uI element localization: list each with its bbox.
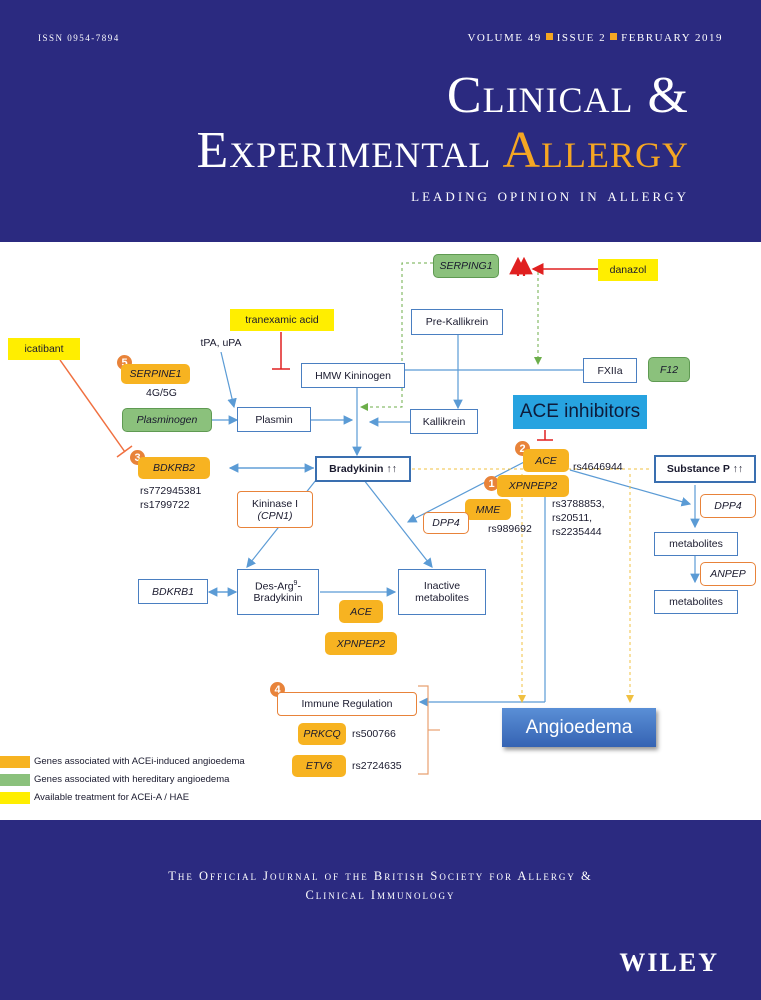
bdkrb2-snp-1: rs772945381 [140, 485, 202, 497]
legend-swatch-green [0, 773, 30, 786]
legend-label: Available treatment for ACEi-A / HAE [34, 792, 190, 803]
bdkrb2-snp-2: rs1799722 [140, 499, 190, 511]
inactive-line-1: Inactive [423, 580, 461, 592]
xpnpep2-gene: XPNPEP2 [497, 475, 569, 497]
inactive-metabolites-box: Inactive metabolites [398, 569, 486, 615]
serping1-gene: SERPING1 [433, 254, 499, 278]
figure-panel: SERPING1 danazol tranexamic acid Pre-Kal… [0, 242, 761, 820]
title-experimental: Experimental [196, 122, 492, 179]
footer-line-2: Clinical Immunology [305, 888, 456, 902]
ace-inhibitors-label: ACE inhibitors [513, 395, 647, 429]
journal-subtitle: Leading Opinion in Allergy [411, 185, 689, 206]
number-1-badge: 1 [484, 476, 499, 491]
prkcq-snp: rs500766 [352, 728, 396, 740]
danazol-treatment: danazol [598, 259, 658, 281]
mme-snp: rs989692 [488, 523, 532, 535]
kininase-line-2: (CPN1) [257, 509, 293, 522]
des-arg-text: Des-Arg [255, 580, 294, 593]
tpa-upa-label: tPA, uPA [195, 334, 247, 352]
title-line-1: Clinical & [446, 67, 689, 124]
kallikrein-box: Kallikrein [410, 409, 478, 434]
immune-regulation-box: Immune Regulation [277, 692, 417, 716]
separator-square-icon [610, 33, 618, 40]
legend-label: Genes associated with ACEi-induced angio… [34, 756, 245, 767]
prkcq-gene: PRKCQ [298, 723, 346, 745]
issue: ISSUE 2 [556, 32, 607, 44]
xpnpep2-snp-1: rs3788853, [552, 498, 605, 510]
volume-issue-date: VOLUME 49 ISSUE 2 FEBRUARY 2019 [467, 32, 723, 44]
tranexamic-acid-treatment: tranexamic acid [230, 309, 334, 331]
bdkrb2-gene: BDKRB2 [138, 457, 210, 479]
kininase-line-1: Kininase I [251, 497, 299, 510]
pre-kallikrein-box: Pre-Kallikrein [411, 309, 503, 335]
des-arg-bradykinin-box: Des-Arg9- Bradykinin [237, 569, 319, 615]
des-arg-superscript: 9 [293, 579, 298, 587]
ace-gene: ACE [523, 449, 569, 472]
icatibant-treatment: icatibant [8, 338, 80, 360]
serpine1-gene: SERPINE1 [121, 364, 190, 384]
xpnpep2-gene-2: XPNPEP2 [325, 632, 397, 655]
ace-snp: rs4646944 [573, 461, 623, 473]
cover-header: ISSN 0954-7894 VOLUME 49 ISSUE 2 FEBRUARY … [0, 0, 761, 242]
xpnpep2-snp-2: rs20511, [552, 512, 593, 524]
angioedema-box: Angioedema [502, 708, 656, 747]
issn: ISSN 0954-7894 [38, 33, 120, 43]
title-line-2: Experimental Allergy [196, 125, 689, 177]
plasmin-box: Plasmin [237, 407, 311, 432]
dpp4-gene-left: DPP4 [423, 512, 469, 534]
des-arg-line-2: Bradykinin [253, 592, 303, 605]
date: FEBRUARY 2019 [621, 32, 723, 44]
fxiia-box: FXIIa [583, 358, 637, 383]
bdkrb1-box: BDKRB1 [138, 579, 208, 604]
publisher-logo: WILEY [619, 948, 719, 977]
xpnpep2-snp-3: rs2235444 [552, 526, 602, 538]
mme-gene: MME [465, 499, 511, 520]
separator-square-icon [545, 33, 553, 40]
serpine1-variant: 4G/5G [146, 387, 177, 399]
metabolites-box-2: metabolites [654, 590, 738, 614]
inactive-line-2: metabolites [415, 592, 469, 604]
plasminogen-gene: Plasminogen [122, 408, 212, 432]
legend-swatch-orange [0, 755, 30, 768]
kininase-box: Kininase I (CPN1) [237, 491, 313, 528]
f12-gene: F12 [648, 357, 690, 382]
footer-society-line: The Official Journal of the British Soci… [0, 867, 761, 905]
volume: VOLUME 49 [467, 32, 542, 44]
anpep-gene: ANPEP [700, 562, 756, 586]
substance-p-box: Substance P ↑↑ [654, 455, 756, 483]
legend-item-treatment: Available treatment for ACEi-A / HAE [0, 791, 189, 804]
title-allergy: Allergy [502, 122, 689, 179]
ace-gene-2: ACE [339, 600, 383, 623]
bradykinin-box: Bradykinin ↑↑ [315, 456, 411, 482]
legend-swatch-yellow [0, 791, 30, 804]
legend-item-acei: Genes associated with ACEi-induced angio… [0, 755, 245, 768]
footer-line-1: The Official Journal of the British Soci… [168, 869, 593, 883]
des-arg-line-1: Des-Arg9- [255, 579, 301, 593]
etv6-gene: ETV6 [292, 755, 346, 777]
etv6-snp: rs2724635 [352, 760, 402, 772]
legend-label: Genes associated with hereditary angioed… [34, 774, 230, 785]
legend-item-hae: Genes associated with hereditary angioed… [0, 773, 229, 786]
dpp4-gene-right: DPP4 [700, 494, 756, 518]
metabolites-box-1: metabolites [654, 532, 738, 556]
hmw-kininogen-box: HMW Kininogen [301, 363, 405, 388]
figure-arrows [59, 256, 700, 775]
